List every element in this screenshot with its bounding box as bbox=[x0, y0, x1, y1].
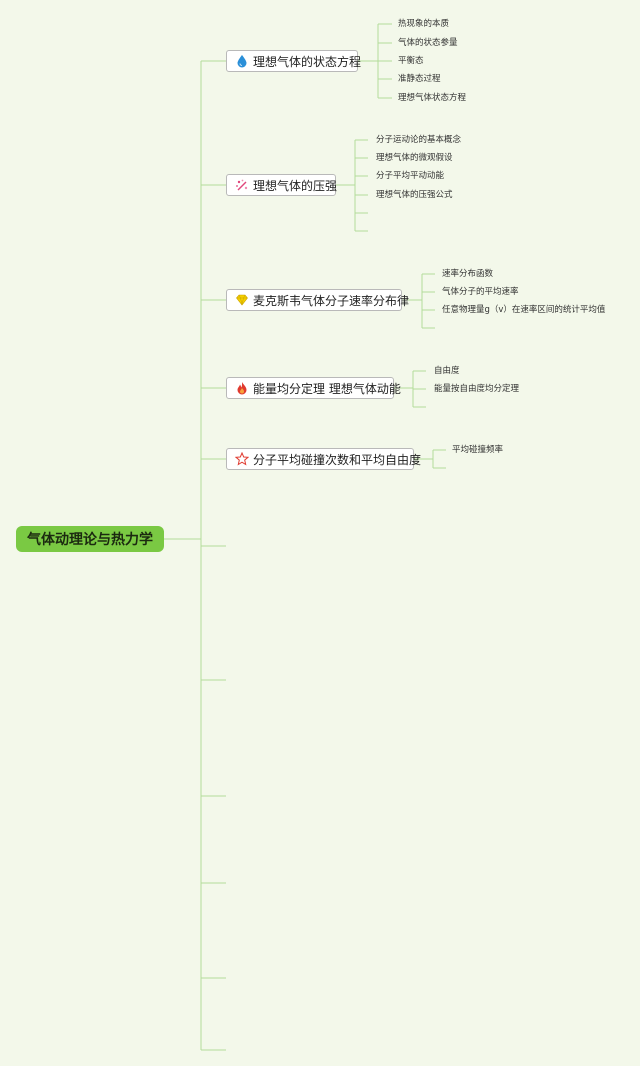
star-icon bbox=[235, 452, 249, 466]
branch-label: 分子平均碰撞次数和平均自由度 bbox=[253, 452, 422, 467]
leaf-topic[interactable]: 理想气体的压强公式 bbox=[376, 190, 453, 200]
water-drop-icon bbox=[235, 54, 249, 68]
leaf-topic[interactable]: 理想气体的微观假设 bbox=[376, 153, 453, 163]
leaf-topic[interactable]: 分子运动论的基本概念 bbox=[376, 135, 462, 145]
branch-energy-equipartition[interactable]: 能量均分定理 理想气体动能 bbox=[226, 377, 401, 399]
leaf-topic[interactable]: 平均碰撞频率 bbox=[452, 445, 504, 455]
leaf-topic[interactable]: 速率分布函数 bbox=[442, 269, 494, 279]
leaf-topic[interactable]: 理想气体状态方程 bbox=[398, 93, 467, 103]
flame-icon bbox=[235, 381, 249, 395]
leaf-topic[interactable]: 气体的状态参量 bbox=[398, 38, 458, 48]
leaf-topic[interactable]: 分子平均平动动能 bbox=[376, 171, 445, 181]
branch-ideal-gas-equation[interactable]: 理想气体的状态方程 bbox=[226, 50, 362, 72]
branch-ideal-gas-pressure[interactable]: 理想气体的压强 bbox=[226, 174, 338, 196]
diamond-icon bbox=[235, 293, 249, 307]
leaf-topic[interactable]: 平衡态 bbox=[398, 56, 424, 66]
branch-label: 理想气体的状态方程 bbox=[253, 54, 362, 69]
leaf-topic[interactable]: 任意物理量g（v）在速率区间的统计平均值 bbox=[442, 305, 606, 315]
leaf-topic[interactable]: 自由度 bbox=[434, 366, 460, 376]
branch-maxwell-distribution[interactable]: 麦克斯韦气体分子速率分布律 bbox=[226, 289, 409, 311]
branch-label: 麦克斯韦气体分子速率分布律 bbox=[253, 293, 410, 308]
sparkle-icon bbox=[235, 178, 249, 192]
leaf-topic[interactable]: 能量按自由度均分定理 bbox=[434, 384, 520, 394]
root-topic-label: 气体动理论与热力学 bbox=[27, 532, 153, 548]
branch-mean-free-path[interactable]: 分子平均碰撞次数和平均自由度 bbox=[226, 448, 421, 470]
leaf-topic[interactable]: 气体分子的平均速率 bbox=[442, 287, 519, 297]
leaf-topic[interactable]: 热现象的本质 bbox=[398, 19, 450, 29]
root-topic[interactable]: 气体动理论与热力学 bbox=[16, 526, 164, 552]
leaf-topic[interactable]: 准静态过程 bbox=[398, 74, 441, 84]
branch-label: 能量均分定理 理想气体动能 bbox=[253, 381, 401, 396]
branch-label: 理想气体的压强 bbox=[253, 178, 338, 193]
